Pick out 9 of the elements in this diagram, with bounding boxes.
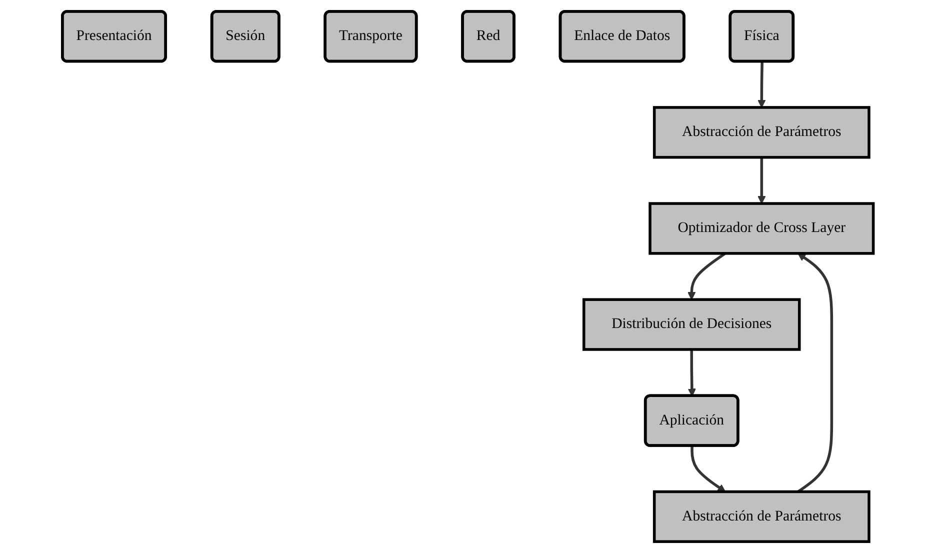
node-box: Abstracción de Parámetros bbox=[652, 490, 870, 542]
node-box: Optimizador de Cross Layer bbox=[648, 202, 874, 254]
node-box: Abstracción de Parámetros bbox=[652, 106, 870, 158]
arrow bbox=[688, 348, 696, 396]
arrow bbox=[757, 61, 766, 108]
arrow bbox=[690, 445, 726, 492]
arrow bbox=[796, 252, 833, 492]
node-box: Distribución de Decisiones bbox=[582, 298, 800, 350]
arrow bbox=[757, 156, 766, 204]
